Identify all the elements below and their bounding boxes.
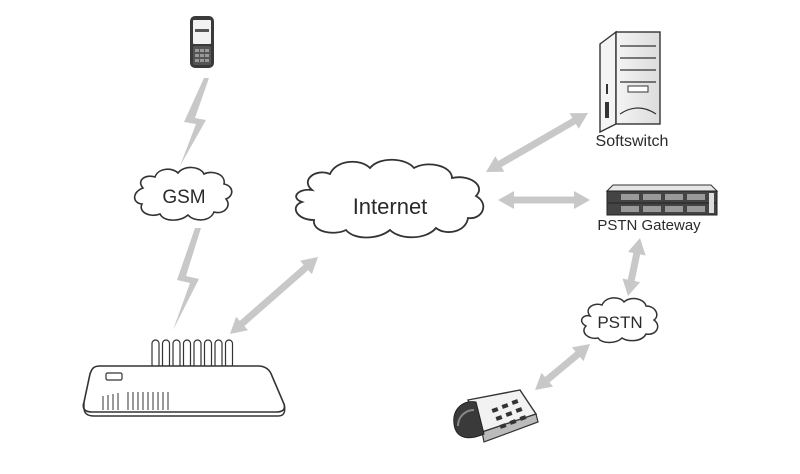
cloud-icon xyxy=(294,158,485,239)
gsm-label: GSM xyxy=(162,187,205,208)
softswitch-label: Softswitch xyxy=(596,133,669,150)
rack-gateway-icon xyxy=(605,184,719,216)
pstn-gateway-node: PSTN Gateway xyxy=(597,184,719,234)
server-tower-icon xyxy=(599,30,661,134)
lightning-bolt-icon xyxy=(180,78,209,166)
wireless-link-gsm-gateway xyxy=(173,228,201,330)
antenna-icon xyxy=(193,339,202,369)
arrow-gateway-internet xyxy=(230,257,318,334)
antenna-icon xyxy=(161,339,171,369)
arrow-internet-pstn-gateway xyxy=(498,191,590,209)
antenna-icon xyxy=(172,339,181,369)
pstn-cloud: PSTN xyxy=(580,297,659,344)
internet-cloud: Internet xyxy=(294,158,485,239)
antenna-icon xyxy=(182,339,192,369)
pstn-label: PSTN xyxy=(597,313,642,332)
arrow-pstn-gateway-pstn xyxy=(622,238,646,296)
lightning-bolt-icon xyxy=(173,228,201,330)
antenna-icon xyxy=(203,339,213,369)
antenna-icon xyxy=(151,339,160,369)
arrow-internet-softswitch xyxy=(486,113,588,172)
antenna-icon xyxy=(224,339,234,369)
pstn-gateway-label: PSTN Gateway xyxy=(597,217,701,234)
wireless-link-phone-gsm xyxy=(180,78,209,166)
gsm-cloud: GSM xyxy=(133,166,233,221)
internet-label: Internet xyxy=(353,194,428,219)
desk-phone-icon xyxy=(453,389,539,443)
gsm-gateway-device-icon xyxy=(82,339,286,417)
cloud-icon xyxy=(580,297,659,344)
softswitch-node: Softswitch xyxy=(596,30,669,150)
arrow-pstn-desk-phone xyxy=(535,344,590,390)
mobile-phone-icon xyxy=(190,16,214,68)
antenna-icon xyxy=(214,339,223,369)
cloud-icon xyxy=(133,166,233,221)
